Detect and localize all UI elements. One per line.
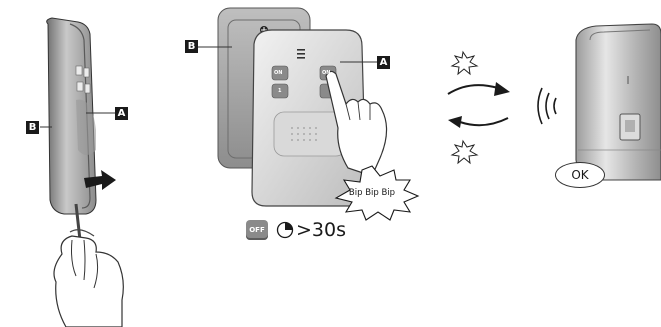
sync-arrows-icon [448,82,510,128]
sound-wave-icon [538,88,556,124]
callout-a-left: A [115,107,128,120]
key-one-label: 1 [278,88,281,94]
keypad-side-view [40,18,116,214]
sparkle-icon [452,52,477,163]
alarm-receiver [576,24,661,180]
timer-icon [276,221,294,239]
ok-status-badge: OK [555,162,605,188]
confirmation-sound-text: Bip Bip Bip [337,188,407,198]
callout-a-middle: A [377,56,390,69]
key-off-label: ON [322,70,330,76]
key-on-label: ON [274,70,282,76]
hold-instruction: OFF >30s [246,219,346,241]
off-button: OFF [246,220,268,240]
hand-with-screwdriver-icon [54,204,123,327]
hold-duration: >30s [296,219,346,241]
callout-b-middle: B [185,40,198,53]
callout-b-left: B [26,121,39,134]
